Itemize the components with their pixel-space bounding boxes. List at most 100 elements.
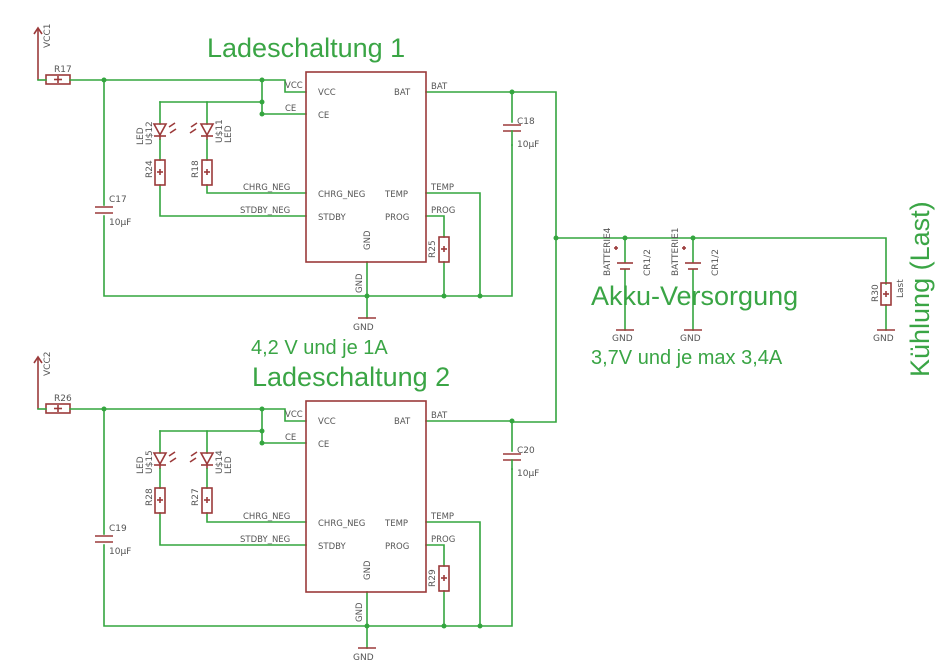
- note-battery-current: 3,7V und je max 3,4A: [591, 347, 783, 369]
- r25-resistor: R25: [428, 236, 450, 263]
- r24-resistor: R24: [145, 159, 166, 186]
- r30-value: Last: [896, 279, 906, 298]
- battery-batterie4: BATTERIE4 CR1/2 GND: [603, 227, 653, 344]
- r25-label: R25: [428, 240, 438, 258]
- c18-capacitor: C18 10µF: [503, 117, 539, 150]
- r30-label: R30: [871, 284, 881, 302]
- net-chrg-label: CHRG_NEG: [243, 512, 290, 522]
- battery-bus: BATTERIE4 CR1/2 GND BATTERIE1 CR1/2 GND …: [555, 227, 906, 344]
- batterie4-type: CR1/2: [643, 249, 653, 276]
- c20-capacitor: C20 10µF: [503, 446, 539, 479]
- batterie4-label: BATTERIE4: [603, 227, 613, 276]
- led-u11: U$11 LED: [189, 119, 234, 143]
- title-battery-supply: Akku-Versorgung: [591, 281, 798, 311]
- r18-resistor: R18: [191, 159, 213, 186]
- gnd-symbol-2: GND: [353, 647, 376, 663]
- ic-pin-ce: CE: [318, 440, 329, 450]
- r17-label: R17: [54, 65, 72, 75]
- note-charger-current: 4,2 V und je 1A: [251, 337, 388, 359]
- c20-value: 10µF: [517, 469, 539, 479]
- title-charger-1: Ladeschaltung 1: [207, 33, 405, 63]
- net-ce-label: CE: [285, 433, 296, 443]
- led-type-label: LED: [136, 127, 146, 145]
- c18-value: 10µF: [517, 140, 539, 150]
- ic-pin-stdby: STDBY: [318, 542, 346, 552]
- c17-value: 10µF: [109, 218, 131, 228]
- vcc2-supply-symbol: VCC2: [33, 352, 53, 409]
- ic-pin-vcc: VCC: [318, 88, 336, 98]
- ic-pin-gnd: GND: [363, 230, 373, 250]
- ic-pin-temp: TEMP: [384, 519, 408, 529]
- charger-circuit-1: VCC1 R17 VCC: [33, 24, 559, 423]
- vcc1-label: VCC1: [43, 24, 53, 48]
- net-temp-label: TEMP: [430, 512, 454, 522]
- led-type-label: LED: [224, 456, 234, 474]
- r26-label: R26: [54, 394, 72, 404]
- net-prog-label: PROG: [431, 206, 455, 216]
- net-bat-label: BAT: [431, 82, 448, 92]
- r29-label: R29: [428, 569, 438, 587]
- vcc1-supply-symbol: VCC1: [33, 24, 53, 80]
- ic-pin-chrg: CHRG_NEG: [318, 519, 365, 529]
- r18-label: R18: [191, 160, 201, 178]
- led-type-label: LED: [224, 125, 234, 143]
- ic-pin-bat: BAT: [394, 88, 411, 98]
- c17-capacitor: C17 10µF: [95, 195, 131, 228]
- charger-ic-1: VCC CE CHRG_NEG STDBY GND BAT TEMP PROG: [305, 71, 427, 263]
- load-r30: R30 Last GND: [871, 279, 906, 344]
- net-stdby-label: STDBY_NEG: [240, 206, 290, 216]
- charger-circuit-2: VCC2 R26 VCC CE CHRG_NEG STDBY_NEG: [33, 352, 539, 663]
- batterie1-type: CR1/2: [711, 249, 721, 276]
- battery-batterie1: BATTERIE1 CR1/2 GND: [671, 228, 721, 344]
- ic-pin-bat: BAT: [394, 417, 411, 427]
- vcc2-label: VCC2: [43, 352, 53, 376]
- r24-label: R24: [145, 160, 155, 178]
- c19-capacitor: C19 10µF: [95, 524, 131, 557]
- net-gnd-label: GND: [355, 602, 365, 622]
- ic-pin-vcc: VCC: [318, 417, 336, 427]
- led-type-label: LED: [136, 456, 146, 474]
- net-stdby-label: STDBY_NEG: [240, 535, 290, 545]
- net-prog-label: PROG: [431, 535, 455, 545]
- r27-label: R27: [191, 488, 201, 506]
- net-temp-label: TEMP: [430, 183, 454, 193]
- led-u15-label: U$15: [145, 450, 155, 474]
- gnd-symbol-label: GND: [612, 334, 633, 344]
- net-chrg-label: CHRG_NEG: [243, 183, 290, 193]
- r29-resistor: R29: [428, 565, 450, 592]
- c19-label: C19: [109, 524, 127, 534]
- c17-label: C17: [109, 195, 127, 205]
- led-u14-label: U$14: [215, 450, 225, 474]
- ic-pin-ce: CE: [318, 111, 329, 121]
- batterie1-label: BATTERIE1: [671, 228, 681, 276]
- net-vcc-label: VCC: [285, 81, 303, 91]
- c20-label: C20: [517, 446, 535, 456]
- net-vcc-label: VCC: [285, 410, 303, 420]
- c19-value: 10µF: [109, 547, 131, 557]
- led-u12: LED U$12: [136, 121, 177, 145]
- ic-pin-stdby: STDBY: [318, 213, 346, 223]
- charger-ic-2: VCC CE CHRG_NEG STDBY GND BAT TEMP PROG: [305, 400, 427, 593]
- ic-pin-gnd: GND: [363, 560, 373, 580]
- led-u15: LED U$15: [136, 450, 177, 474]
- title-charger-2: Ladeschaltung 2: [252, 362, 450, 392]
- gnd-symbol-1: GND: [353, 317, 376, 333]
- gnd-symbol-label: GND: [873, 334, 894, 344]
- r26-resistor: R26: [45, 394, 72, 414]
- led-u12-label: U$12: [145, 121, 155, 145]
- ic-pin-chrg: CHRG_NEG: [318, 190, 365, 200]
- gnd-symbol-label: GND: [353, 323, 374, 333]
- r27-resistor: R27: [191, 487, 213, 514]
- ic-pin-prog: PROG: [385, 542, 409, 552]
- ic-pin-prog: PROG: [385, 213, 409, 223]
- gnd-symbol-label: GND: [353, 653, 374, 663]
- led-u14: U$14 LED: [189, 450, 234, 474]
- net-ce-label: CE: [285, 104, 296, 114]
- r28-resistor: R28: [145, 487, 166, 514]
- ic-pin-temp: TEMP: [384, 190, 408, 200]
- r17-resistor: R17: [45, 65, 72, 85]
- r28-label: R28: [145, 488, 155, 506]
- net-gnd-label: GND: [355, 273, 365, 293]
- net-bat-label: BAT: [431, 411, 448, 421]
